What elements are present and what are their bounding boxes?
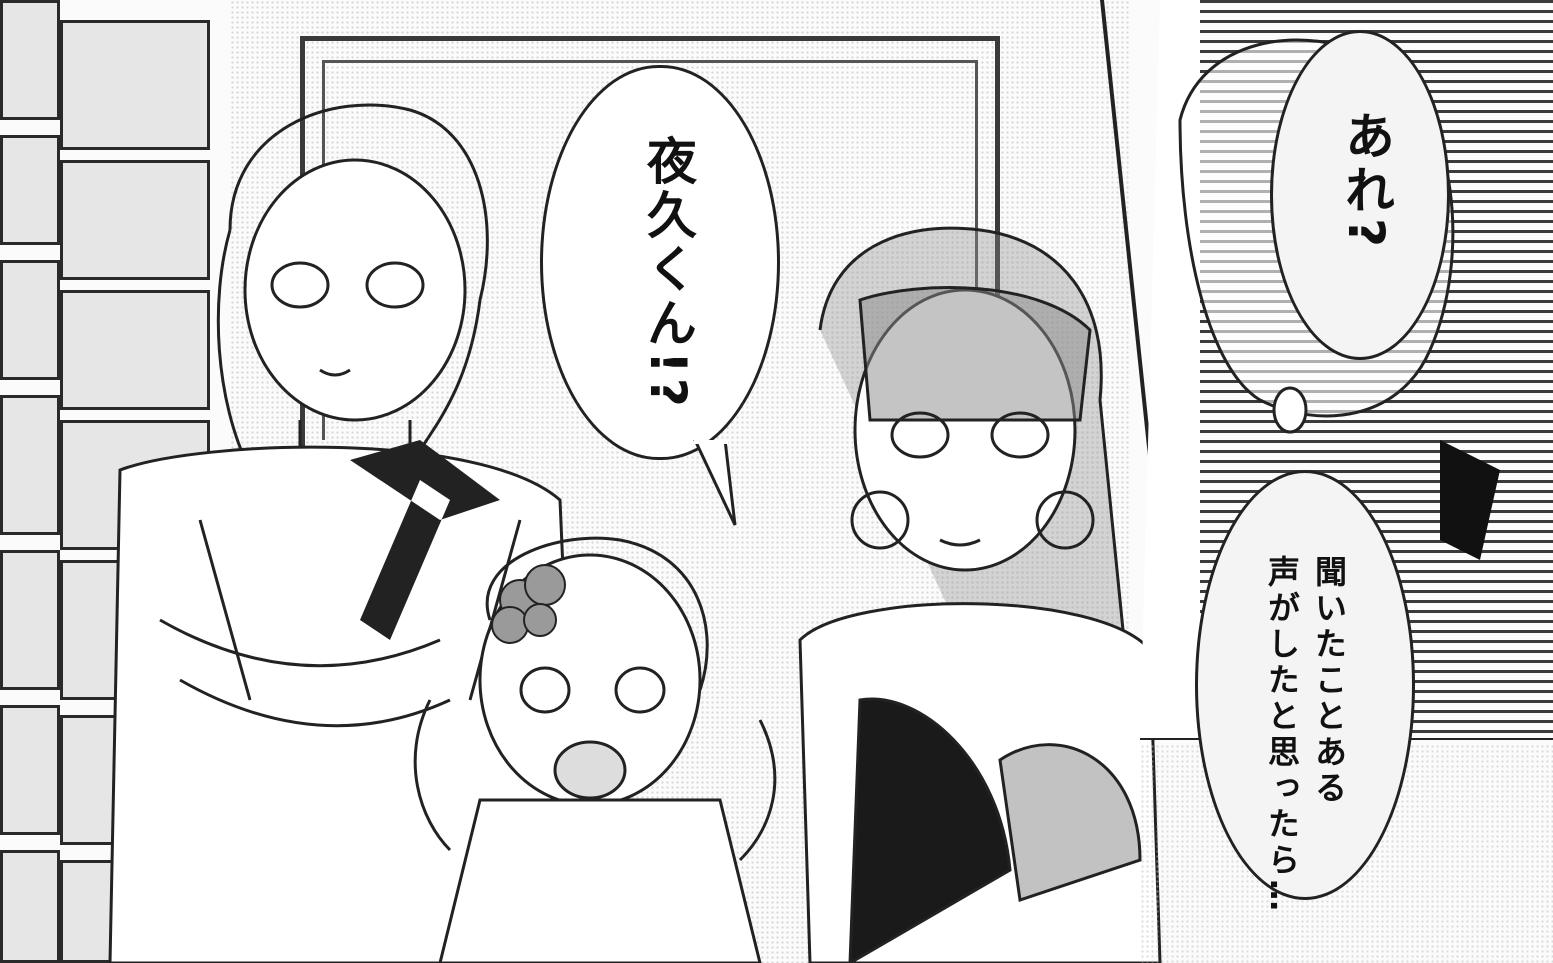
girl-left xyxy=(108,103,582,963)
ribbon xyxy=(350,440,500,640)
speech-bubble-yaku xyxy=(540,65,780,460)
girl-right xyxy=(798,226,1162,963)
speech-bubble-are xyxy=(1270,30,1450,360)
hair-flower xyxy=(491,564,566,644)
speech-bubble-yaku-tail xyxy=(693,440,737,526)
speech-text-are: あれ? xyxy=(1337,110,1395,252)
speech-bubble-heard xyxy=(1195,470,1415,900)
speech-text-heard-line2: 声がしたと思ったら… xyxy=(1263,555,1301,915)
speech-text-yaku: 夜久くん!? xyxy=(639,135,697,411)
speech-text-heard-line1: 聞いたことある xyxy=(1310,555,1348,807)
